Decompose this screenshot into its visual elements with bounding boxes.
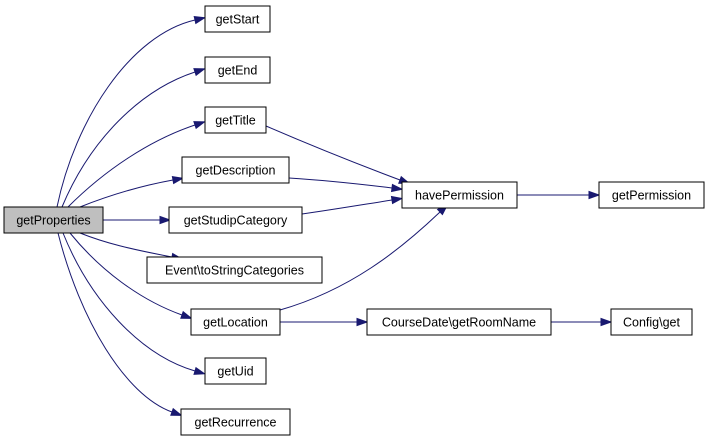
edge-line bbox=[61, 71, 196, 208]
edge-get-properties-to-get-description bbox=[79, 175, 185, 208]
node-get-room-name[interactable]: CourseDate\getRoomName bbox=[366, 308, 552, 336]
node-label: getStart bbox=[216, 13, 260, 27]
edge-get-properties-to-get-location bbox=[69, 232, 193, 319]
node-box[interactable] bbox=[204, 357, 267, 385]
node-label: havePermission bbox=[415, 189, 504, 203]
nodes-layer: getProperties getStart getEnd getTitle getDe… bbox=[3, 5, 705, 436]
node-get-end[interactable]: getEnd bbox=[204, 56, 271, 84]
arrowhead-icon bbox=[600, 317, 613, 327]
node-box[interactable] bbox=[146, 256, 323, 284]
node-get-recurrence[interactable]: getRecurrence bbox=[180, 408, 291, 436]
node-label: getEnd bbox=[218, 64, 258, 78]
node-box[interactable] bbox=[181, 156, 290, 184]
node-get-start[interactable]: getStart bbox=[204, 5, 271, 33]
node-box[interactable] bbox=[168, 206, 303, 234]
edge-line bbox=[301, 199, 393, 215]
node-get-location[interactable]: getLocation bbox=[190, 308, 281, 336]
edge-get-description-to-have-permission bbox=[288, 177, 404, 193]
node-box[interactable] bbox=[180, 408, 291, 436]
edge-get-properties-to-get-title bbox=[67, 121, 206, 208]
arrowhead-icon bbox=[193, 366, 207, 375]
arrowhead-icon bbox=[193, 121, 206, 130]
node-label: Event\toStringCategories bbox=[165, 264, 304, 278]
arrowhead-icon bbox=[180, 310, 193, 319]
edges-layer bbox=[56, 16, 613, 416]
arrowhead-icon bbox=[171, 175, 185, 185]
node-label: getUid bbox=[217, 365, 253, 379]
node-config-get[interactable]: Config\get bbox=[610, 308, 693, 336]
node-label: CourseDate\getRoomName bbox=[382, 316, 536, 330]
edge-line bbox=[56, 19, 196, 208]
node-label: getProperties bbox=[16, 214, 90, 228]
node-box[interactable] bbox=[598, 181, 705, 209]
edge-line bbox=[69, 232, 183, 316]
edge-get-room-name-to-config-get bbox=[551, 317, 613, 327]
node-box[interactable] bbox=[204, 56, 271, 84]
node-label: getRecurrence bbox=[195, 416, 277, 430]
node-get-title[interactable]: getTitle bbox=[204, 106, 267, 134]
arrowhead-icon bbox=[170, 407, 183, 416]
node-label: getPermission bbox=[612, 189, 691, 203]
node-box[interactable] bbox=[3, 206, 104, 234]
node-to-string-categories[interactable]: Event\toStringCategories bbox=[146, 256, 323, 284]
edge-get-properties-to-get-recurrence bbox=[57, 232, 183, 416]
node-have-permission[interactable]: havePermission bbox=[401, 181, 518, 209]
arrowhead-icon bbox=[390, 183, 404, 193]
edge-line bbox=[279, 211, 441, 311]
edge-line bbox=[79, 232, 173, 258]
node-label: getDescription bbox=[196, 164, 276, 178]
node-get-studip-category[interactable]: getStudipCategory bbox=[168, 206, 303, 234]
edge-get-location-to-get-room-name bbox=[280, 317, 369, 327]
node-box[interactable] bbox=[401, 181, 518, 209]
edge-line bbox=[62, 232, 196, 372]
arrowhead-icon bbox=[159, 215, 172, 225]
edge-get-properties-to-get-studip-category bbox=[103, 215, 172, 225]
edge-line bbox=[57, 232, 173, 413]
node-label: Config\get bbox=[623, 316, 681, 330]
node-box[interactable] bbox=[610, 308, 693, 336]
edge-line bbox=[67, 124, 196, 208]
edge-get-properties-to-get-start bbox=[56, 16, 207, 208]
edge-get-properties-to-get-uid bbox=[62, 232, 207, 375]
edge-get-studip-category-to-have-permission bbox=[301, 195, 404, 215]
edge-line bbox=[79, 179, 174, 208]
node-box[interactable] bbox=[366, 308, 552, 336]
edge-get-properties-to-to-string-categories bbox=[79, 232, 184, 262]
node-box[interactable] bbox=[190, 308, 281, 336]
node-label: getLocation bbox=[203, 316, 268, 330]
node-get-description[interactable]: getDescription bbox=[181, 156, 290, 184]
node-label: getStudipCategory bbox=[184, 214, 288, 228]
edge-line bbox=[265, 125, 401, 181]
node-get-properties[interactable]: getProperties bbox=[3, 206, 104, 234]
arrowhead-icon bbox=[588, 190, 601, 200]
arrowhead-icon bbox=[193, 68, 206, 77]
edge-line bbox=[288, 177, 393, 189]
edge-have-permission-to-get-permission bbox=[517, 190, 601, 200]
node-get-permission[interactable]: getPermission bbox=[598, 181, 705, 209]
node-box[interactable] bbox=[204, 106, 267, 134]
edge-get-properties-to-get-end bbox=[61, 68, 206, 208]
arrowhead-icon bbox=[390, 195, 404, 205]
node-box[interactable] bbox=[204, 5, 271, 33]
node-get-uid[interactable]: getUid bbox=[204, 357, 267, 385]
arrowhead-icon bbox=[356, 317, 369, 327]
arrowhead-icon bbox=[193, 16, 207, 25]
node-label: getTitle bbox=[215, 114, 256, 128]
